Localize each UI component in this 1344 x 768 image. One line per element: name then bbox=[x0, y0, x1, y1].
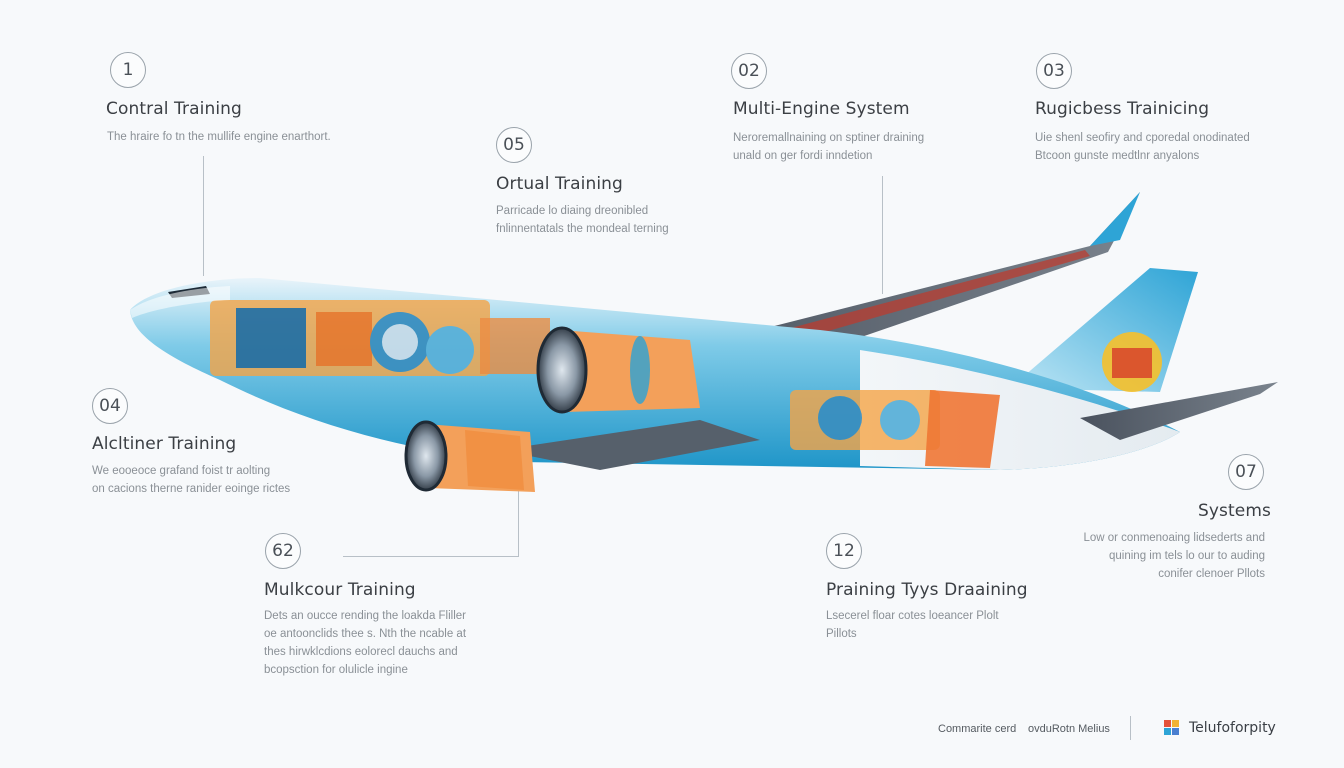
section-title: Systems bbox=[1198, 501, 1271, 521]
section-title: Multi-Engine System bbox=[733, 99, 910, 119]
description-line: conifer clenoer Pllots bbox=[1158, 568, 1265, 580]
section-description: Parricade lo diaing dreonibled fnlinnent… bbox=[496, 202, 669, 238]
description-line: Btcoon gunste medtlnr anyalons bbox=[1035, 150, 1200, 162]
section-description: The hraire fo tn the mullife engine enar… bbox=[107, 128, 331, 146]
description-line: The hraire fo tn the mullife engine enar… bbox=[107, 131, 331, 143]
description-line: unald on ger fordi inndetion bbox=[733, 150, 873, 162]
leader-line-1 bbox=[203, 156, 204, 276]
description-line: Dets an oucce rending the loakda Fliller bbox=[264, 610, 467, 622]
footer-left-text: Commarite cerd bbox=[938, 723, 1017, 735]
description-line: Uie shenl seofiry and cporedal onodinate… bbox=[1035, 132, 1250, 144]
section-description: Lsecerel floar cotes loeancer Plolt Pill… bbox=[826, 607, 999, 643]
step-number-badge: 12 bbox=[826, 533, 862, 569]
step-number-badge: 02 bbox=[731, 53, 767, 89]
description-line: Parricade lo diaing dreonibled bbox=[496, 205, 649, 217]
section-description: We eooeoce grafand foist tr aolting on c… bbox=[92, 462, 290, 498]
section-description: Low or conmenoaing lidsederts and quinin… bbox=[1080, 529, 1265, 583]
description-line: fnlinnentatals the mondeal terning bbox=[496, 223, 669, 235]
description-line: on cacions therne ranider eoinge rictes bbox=[92, 483, 291, 495]
brand-mark-icon bbox=[1164, 720, 1179, 735]
description-line: Low or conmenoaing lidsederts and bbox=[1083, 532, 1265, 544]
description-line: Pillots bbox=[826, 628, 857, 640]
description-line: Lsecerel floar cotes loeancer Plolt bbox=[826, 610, 999, 622]
section-title: Ortual Training bbox=[496, 174, 623, 194]
step-number-badge: 03 bbox=[1036, 53, 1072, 89]
description-line: quining im tels lo our to auding bbox=[1109, 550, 1265, 562]
section-description: Neroremallnaining on sptiner draining un… bbox=[733, 129, 924, 165]
leader-line-62-v bbox=[518, 486, 519, 556]
section-description: Uie shenl seofiry and cporedal onodinate… bbox=[1035, 129, 1250, 165]
description-line: oe antoonclids thee s. Nth the ncable at bbox=[264, 628, 467, 640]
section-title: Mulkcour Training bbox=[264, 580, 416, 600]
section-title: Praining Tyys Draaining bbox=[826, 580, 1028, 600]
footer-mid-text: ovduRotn Melius bbox=[1028, 723, 1110, 735]
footer-divider bbox=[1130, 716, 1131, 740]
leader-line-62-h bbox=[343, 556, 519, 557]
brand-name: Telufoforpity bbox=[1189, 720, 1276, 736]
section-title: Rugicbess Trainicing bbox=[1035, 99, 1210, 119]
description-line: Neroremallnaining on sptiner draining bbox=[733, 132, 925, 144]
step-number-badge: 05 bbox=[496, 127, 532, 163]
section-title: Alcltiner Training bbox=[92, 434, 237, 454]
description-line: bcopsction for olulicle ingine bbox=[264, 664, 408, 676]
step-number-badge: 1 bbox=[110, 52, 146, 88]
step-number-badge: 04 bbox=[92, 388, 128, 424]
description-line: We eooeoce grafand foist tr aolting bbox=[92, 465, 271, 477]
description-line: thes hirwklcdions eolorecl dauchs and bbox=[264, 646, 458, 658]
step-number-badge: 62 bbox=[265, 533, 301, 569]
leader-line-02 bbox=[882, 176, 883, 294]
section-description: Dets an oucce rending the loakda Fliller… bbox=[264, 607, 466, 679]
section-title: Contral Training bbox=[106, 99, 242, 119]
brand-logo: Telufoforpity bbox=[1162, 718, 1276, 738]
step-number-badge: 07 bbox=[1228, 454, 1264, 490]
